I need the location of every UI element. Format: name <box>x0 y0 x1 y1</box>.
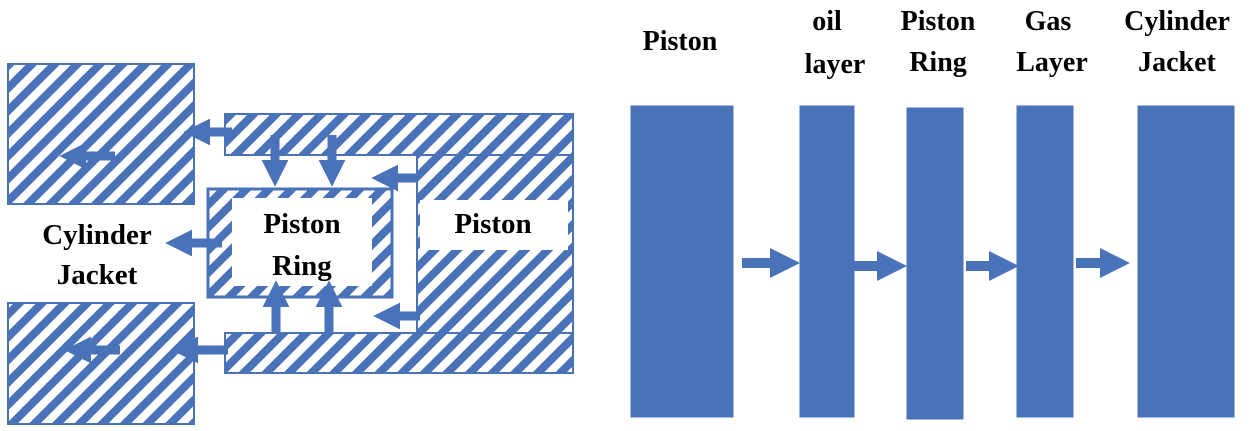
piston-bottom-land <box>224 332 574 374</box>
layer-label-jacket-line2: Jacket <box>1138 47 1216 78</box>
piston-ring-layer-bar <box>906 107 964 420</box>
layer-label-jacket-line1: Cylinder <box>1124 6 1230 37</box>
right-layer-diagram: Piston oil layer Piston Ring Gas Layer C… <box>630 6 1235 420</box>
cylinder-jacket-block <box>7 63 195 425</box>
heat-flow-arrows-left <box>59 118 420 364</box>
cylinder-jacket-layer-bar <box>1137 105 1235 418</box>
layer-label-ring-line1: Piston <box>901 6 976 37</box>
piston-label-box <box>420 200 568 250</box>
oil-layer-bar <box>799 105 855 418</box>
piston-layer-bar <box>630 105 734 418</box>
piston-ring-label-line2: Ring <box>272 250 332 282</box>
cylinder-jacket-hatch-bottom <box>7 302 195 425</box>
layer-label-gas-line2: Layer <box>1016 47 1088 78</box>
layer-label-piston: Piston <box>643 26 718 57</box>
layer-label-oil-line2: layer <box>805 49 866 80</box>
cylinder-jacket-label-line2: Jacket <box>57 259 138 291</box>
layer-label-oil-line1: oil <box>812 6 842 37</box>
piston-ring-label-line1: Piston <box>263 208 340 240</box>
heat-flow-arrows-right <box>742 248 1130 281</box>
gas-layer-bar <box>1016 105 1074 418</box>
cylinder-jacket-hatch-top <box>7 63 195 205</box>
cylinder-jacket-label-line1: Cylinder <box>42 219 152 251</box>
layer-label-gas-line1: Gas <box>1025 6 1072 37</box>
piston-ring-label-box <box>232 198 372 286</box>
left-schematic: Cylinder Jacket Piston Ring Piston <box>7 63 574 425</box>
piston-top-land <box>224 113 574 156</box>
piston-label: Piston <box>454 208 531 240</box>
layer-label-ring-line2: Ring <box>909 47 967 78</box>
